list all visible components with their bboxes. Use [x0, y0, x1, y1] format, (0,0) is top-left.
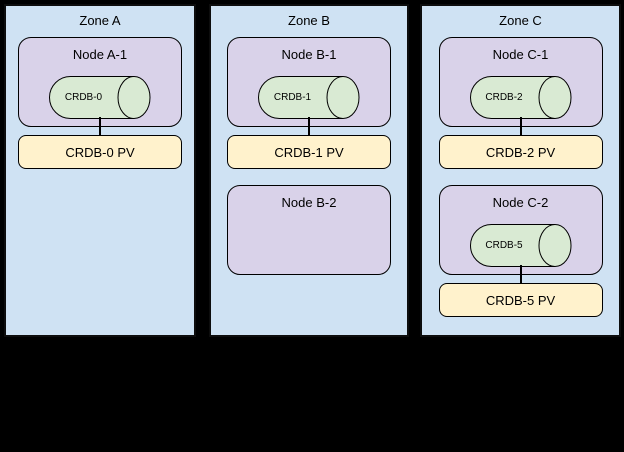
zone-a: Zone A Node A-1 CRDB-0 CRDB-0 PV: [4, 4, 196, 337]
node-b-2-title: Node B-2: [281, 195, 337, 210]
connector-line: [99, 117, 101, 135]
zone-b: Zone B Node B-1 CRDB-1 CRDB-1 PV Node B-…: [209, 4, 409, 337]
pv-box-crdb-1: CRDB-1 PV: [227, 135, 391, 169]
node-a-1-title: Node A-1: [72, 47, 128, 62]
node-c-2: Node C-2 CRDB-5: [438, 185, 603, 275]
database-cylinder-crdb-1: CRDB-1: [258, 76, 360, 119]
pv-box-crdb-2: CRDB-2 PV: [438, 135, 603, 169]
zone-a-title: Zone A: [79, 13, 121, 28]
node-b-1-title: Node B-1: [281, 47, 337, 62]
database-cylinder-icon: [469, 76, 571, 119]
database-cylinder-icon: [469, 224, 571, 267]
pv-label: CRDB-2 PV: [485, 144, 556, 160]
node-c-1: Node C-1 CRDB-2: [438, 37, 603, 127]
database-label: CRDB-0: [64, 92, 103, 103]
database-label: CRDB-1: [273, 92, 312, 103]
database-cylinder-crdb-5: CRDB-5: [469, 224, 572, 267]
node-b-1: Node B-1 CRDB-1: [227, 37, 391, 127]
zone-c: Zone C Node C-1 CRDB-2 CRDB-2 PV Node C-…: [420, 4, 621, 337]
database-cylinder-crdb-2: CRDB-2: [469, 76, 572, 119]
database-cylinder-crdb-0: CRDB-0: [49, 76, 151, 119]
node-a-1: Node A-1 CRDB-0: [18, 37, 182, 127]
database-label: CRDB-5: [485, 240, 523, 251]
database-label: CRDB-2: [485, 92, 523, 103]
pv-box-crdb-5: CRDB-5 PV: [438, 283, 603, 317]
zone-c-title: Zone C: [499, 13, 542, 28]
pv-label: CRDB-5 PV: [485, 292, 556, 308]
node-c-2-title: Node C-2: [492, 195, 549, 210]
connector-line: [519, 265, 522, 283]
node-c-1-title: Node C-1: [492, 47, 549, 62]
database-cylinder-icon: [258, 76, 360, 119]
connector-line: [308, 117, 310, 135]
connector-line: [519, 117, 522, 135]
pv-label: CRDB-0 PV: [65, 144, 135, 160]
node-b-2: Node B-2: [227, 185, 391, 275]
zone-b-title: Zone B: [288, 13, 330, 28]
pv-label: CRDB-1 PV: [274, 144, 344, 160]
pv-box-crdb-0: CRDB-0 PV: [18, 135, 182, 169]
database-cylinder-icon: [49, 76, 151, 119]
